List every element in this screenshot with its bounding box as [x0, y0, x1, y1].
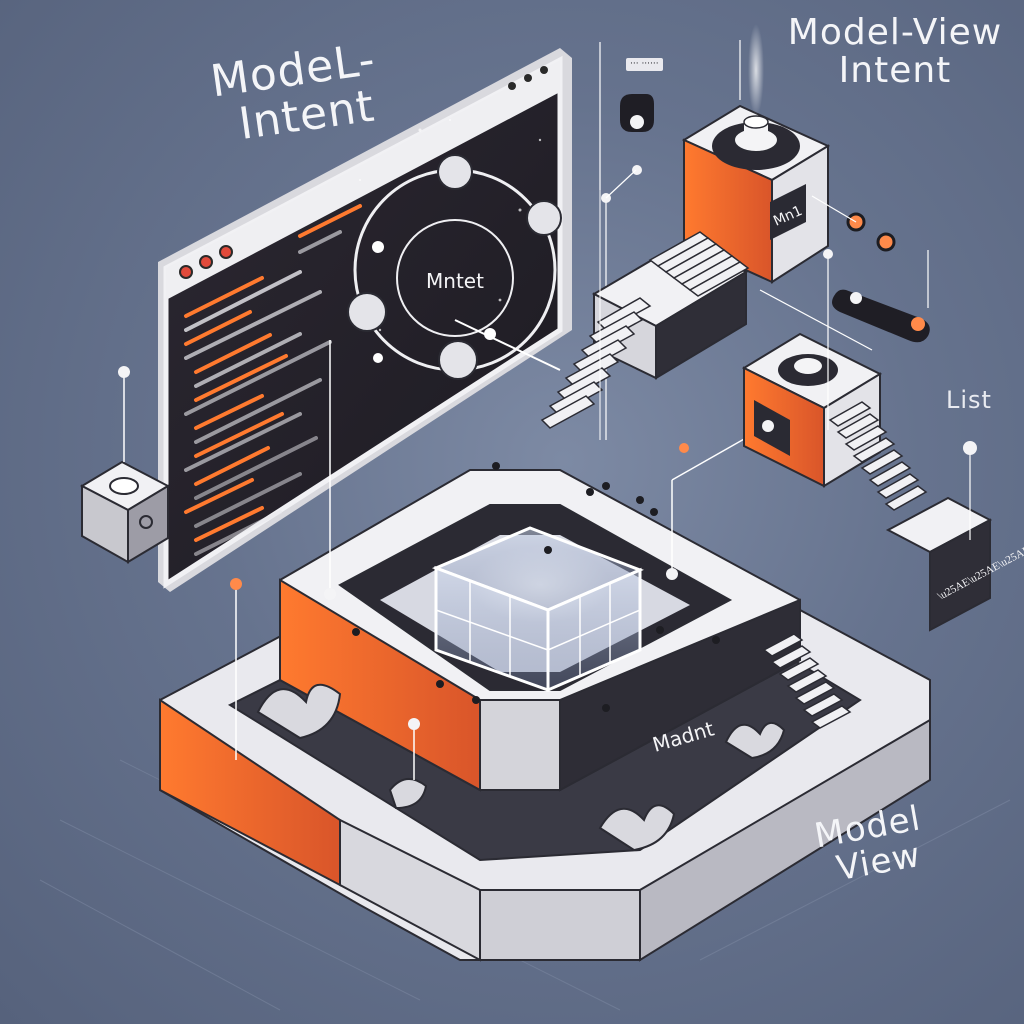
- label-model-view-intent: Model-View Intent: [770, 14, 1020, 90]
- cube-icon: [79, 366, 171, 564]
- window-controls-right: [508, 66, 548, 90]
- main-platform: Madnt: [159, 193, 931, 962]
- cycle-diagram-icon: Mntet: [347, 154, 562, 380]
- code-window: Mntet: [158, 48, 572, 592]
- code-lines: [184, 204, 362, 556]
- toggle-icon: [599, 40, 977, 540]
- tiny-tag: ··· ······: [626, 58, 663, 72]
- cycle-center-label: Mntet: [426, 269, 484, 293]
- staircase-icon: [540, 231, 750, 429]
- label-model-view-intent-line1: Model-View: [787, 12, 1003, 53]
- glass-cube: [431, 526, 644, 693]
- label-list: List: [946, 386, 992, 414]
- window-controls-left: [179, 245, 233, 279]
- label-model-view-intent-line2: Intent: [838, 49, 952, 91]
- plant-decorations: [256, 683, 786, 852]
